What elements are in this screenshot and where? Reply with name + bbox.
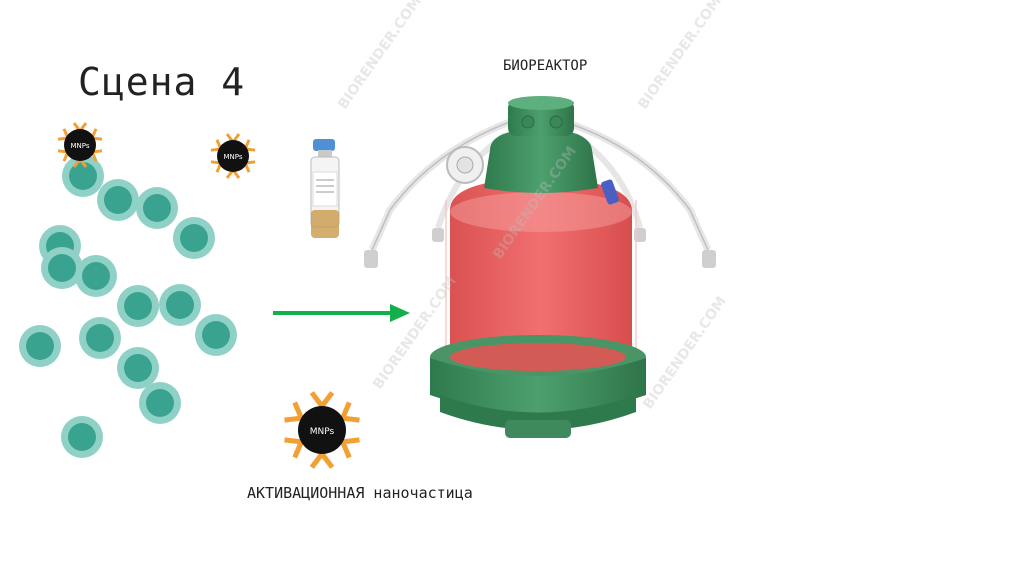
t-cell-icon — [117, 347, 159, 389]
t-cell-icon — [159, 284, 201, 326]
vial-icon — [310, 139, 340, 238]
bioreactor-icon — [364, 96, 716, 438]
arrow-right-icon — [273, 304, 410, 322]
mnp-nanoparticle-icon: MNPs — [285, 393, 360, 468]
svg-text:BIORENDER.COM: BIORENDER.COM — [640, 294, 730, 413]
mnp-nanoparticle-icon: MNPs — [56, 121, 104, 169]
svg-text:BIORENDER.COM: BIORENDER.COM — [335, 0, 425, 112]
nanoparticle-label: АКТИВАЦИОННАЯ наночастица — [247, 484, 473, 502]
t-cell-icon — [19, 325, 61, 367]
svg-text:BIORENDER.COM: BIORENDER.COM — [635, 0, 725, 112]
bioreactor-label: БИОРЕАКТОР — [503, 58, 588, 74]
t-cell-icon — [75, 255, 117, 297]
svg-text:MNPs: MNPs — [223, 153, 242, 161]
t-cell-icon — [173, 217, 215, 259]
t-cell-icon — [79, 317, 121, 359]
t-cell-icon — [117, 285, 159, 327]
t-cell-icon — [61, 416, 103, 458]
t-cell-icon — [195, 314, 237, 356]
t-cell-icon — [136, 187, 178, 229]
svg-text:MNPs: MNPs — [70, 142, 89, 150]
t-cell-cluster — [19, 155, 237, 458]
svg-text:MNPs: MNPs — [310, 427, 335, 437]
scene-title: Сцена 4 — [78, 60, 246, 104]
t-cell-icon — [97, 179, 139, 221]
mnp-nanoparticle-icon: MNPs — [209, 132, 257, 180]
t-cell-icon — [139, 382, 181, 424]
